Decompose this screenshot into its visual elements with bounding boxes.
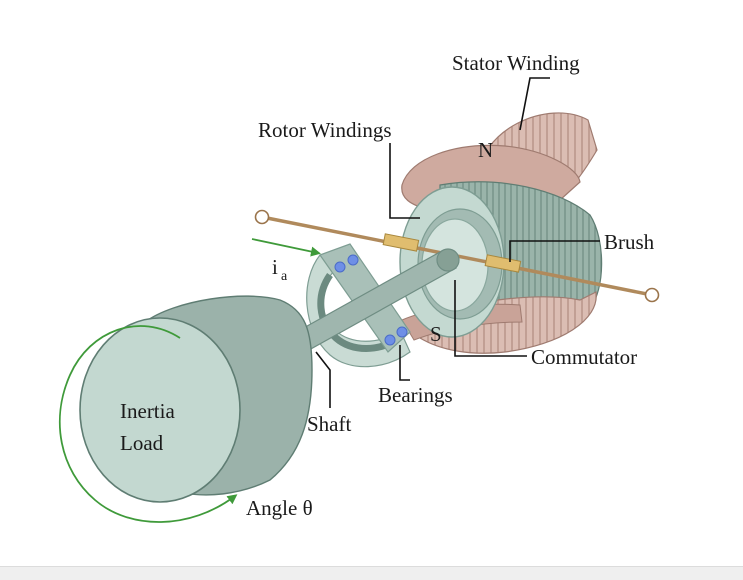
brush-left	[382, 233, 420, 252]
north-pole-label: N	[478, 138, 493, 162]
bottom-edge-bar	[0, 566, 743, 580]
bearing-balls-top	[334, 254, 359, 273]
shaft-leader	[315, 351, 331, 408]
inertia-load-label-line2: Load	[120, 431, 164, 455]
bearing-balls-bottom	[384, 326, 408, 346]
rotation-arrow	[59, 325, 238, 523]
brush-leader	[509, 240, 600, 262]
inertia-load	[79, 295, 313, 503]
brush-label: Brush	[604, 230, 655, 254]
current-subscript: a	[281, 269, 288, 284]
bearings-label: Bearings	[378, 383, 453, 407]
stator-winding-label: Stator Winding	[452, 51, 580, 75]
south-pole-label: S	[430, 322, 442, 346]
stator-leader	[519, 77, 550, 131]
inertia-load-label-line1: Inertia	[120, 399, 175, 423]
right-terminal	[644, 287, 660, 303]
current-arrow	[251, 238, 321, 257]
rotor-leader	[389, 143, 420, 219]
brush-right	[484, 254, 522, 273]
current-label: i	[272, 255, 278, 279]
rotor-windings-label: Rotor Windings	[258, 118, 392, 142]
left-terminal	[254, 209, 270, 225]
shaft-label: Shaft	[307, 412, 351, 436]
angle-label: Angle θ	[246, 496, 313, 520]
bearings-leader	[399, 345, 410, 381]
commutator-leader	[454, 280, 527, 357]
motor-diagram-svg: Stator Winding Rotor Windings N S Brush …	[59, 51, 660, 523]
commutator-label: Commutator	[531, 345, 637, 369]
